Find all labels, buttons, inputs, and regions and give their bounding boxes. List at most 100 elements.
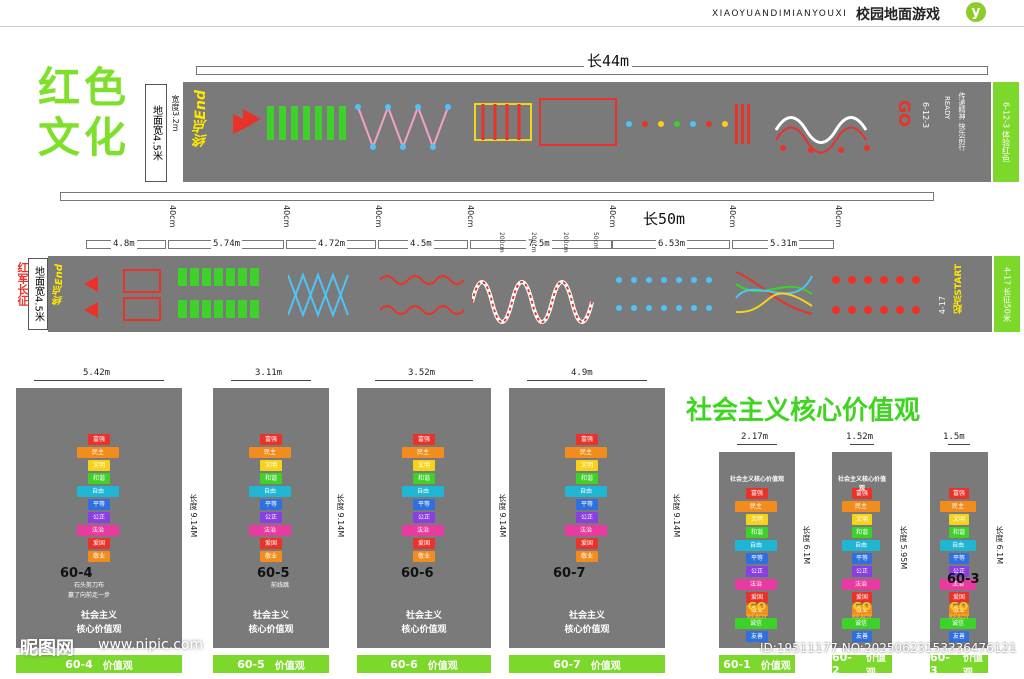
panel-bottom-line1: 社会主义 bbox=[80, 611, 117, 621]
panel-bottom-line2: 核心价值观 bbox=[248, 625, 294, 635]
section2-mini-dim: 200cm bbox=[498, 232, 505, 253]
panel-footer-code: 60-4 bbox=[65, 657, 93, 671]
section1-code-side: 6-12-3 bbox=[921, 102, 930, 129]
panel-ready-text: READY bbox=[851, 614, 873, 621]
section2-segment-dim: 4.72m bbox=[316, 239, 348, 249]
section1-start-flags bbox=[223, 104, 263, 148]
section2-cyan-dots bbox=[614, 268, 724, 326]
section2-segment-dim: 5.31m bbox=[768, 239, 800, 249]
value-cell: 法治 bbox=[77, 525, 119, 536]
value-cell: 敬业 bbox=[88, 551, 110, 562]
value-cell: 富强 bbox=[852, 488, 872, 499]
panel-width: 3.11m bbox=[255, 368, 283, 378]
panel-width: 3.52m bbox=[408, 368, 436, 378]
value-cell: 文明 bbox=[949, 514, 969, 525]
value-cell: 公正 bbox=[746, 566, 768, 577]
value-cell: 文明 bbox=[576, 460, 598, 471]
value-cell: 文明 bbox=[852, 514, 872, 525]
value-cell: 平等 bbox=[88, 499, 110, 510]
panel-code: 60-6 bbox=[401, 566, 434, 581]
panel-footer-text: 价值观 bbox=[427, 660, 458, 672]
section1-game-strip: 终点End GO 6-12-3 READY 传递精神 快乐前行 bbox=[183, 82, 991, 182]
section1-green-bars bbox=[265, 104, 355, 148]
value-cell: 富强 bbox=[576, 434, 598, 445]
value-cell: 敬业 bbox=[949, 605, 969, 616]
value-cell: 自由 bbox=[402, 486, 444, 497]
panel-footer-text: 价值观 bbox=[102, 660, 133, 672]
section1-heading-line1: 红色 bbox=[38, 63, 131, 112]
panel-length: 长度 9.14M bbox=[672, 494, 681, 538]
panel-width-line bbox=[375, 380, 473, 381]
value-cell: 爱国 bbox=[88, 538, 110, 549]
value-cell: 公正 bbox=[576, 512, 598, 523]
panel-footer-code: 60-1 bbox=[723, 657, 751, 671]
value-cell: 富强 bbox=[260, 434, 282, 445]
value-cell: 爱国 bbox=[949, 592, 969, 603]
value-cell: 诚信 bbox=[735, 618, 777, 629]
panel-footer: 60-6 价值观 bbox=[357, 655, 491, 673]
value-cell: 和谐 bbox=[949, 527, 969, 538]
panel-footer-text: 价值观 bbox=[865, 653, 886, 679]
panel-width-line bbox=[231, 380, 311, 381]
section2-segment-dim: 6.53m bbox=[656, 239, 688, 249]
panel-footer: 60-4 价值观 bbox=[16, 655, 182, 673]
value-cell: 友善 bbox=[852, 631, 872, 642]
panel-length: 长度 6.1M bbox=[995, 526, 1004, 565]
section1-dots bbox=[623, 114, 743, 138]
value-cell: 和谐 bbox=[852, 527, 872, 538]
value-cell: 平等 bbox=[949, 553, 969, 564]
panel-code: 60-5 bbox=[257, 566, 290, 581]
value-cell: 民主 bbox=[402, 447, 444, 458]
panel-width: 5.42m bbox=[83, 368, 111, 378]
panel-footer-text: 价值观 bbox=[760, 660, 791, 672]
value-cell: 和谐 bbox=[746, 527, 768, 538]
panel-width: 1.5m bbox=[943, 432, 965, 442]
panel-go-text: GO bbox=[747, 600, 767, 613]
value-cell: 敬业 bbox=[413, 551, 435, 562]
value-cell: 自由 bbox=[249, 486, 291, 497]
value-cell: 文明 bbox=[413, 460, 435, 471]
value-cell: 自由 bbox=[939, 540, 977, 551]
panel-width-line bbox=[527, 380, 647, 381]
value-cell: 和谐 bbox=[413, 473, 435, 484]
value-cell: 文明 bbox=[260, 460, 282, 471]
panel-caption: 赢了向前走一步 bbox=[68, 592, 111, 599]
panel-code: 60-4 bbox=[60, 566, 93, 581]
section2-tangled-lines bbox=[734, 264, 814, 328]
value-cell: 爱国 bbox=[576, 538, 598, 549]
section2-mini-dim: 200cm bbox=[530, 232, 537, 253]
value-cell: 富强 bbox=[88, 434, 110, 445]
panel-footer-text: 价值观 bbox=[962, 653, 983, 679]
value-cell: 自由 bbox=[77, 486, 119, 497]
panel-width-line bbox=[850, 444, 874, 445]
section2-triangles bbox=[84, 266, 164, 330]
value-cell: 民主 bbox=[842, 501, 880, 512]
panel-go-text: GO bbox=[949, 600, 969, 613]
panel-width-line bbox=[948, 444, 970, 445]
value-cell: 和谐 bbox=[576, 473, 598, 484]
value-cell: 法治 bbox=[402, 525, 444, 536]
section2-ground-width: 地面宽4.5米 bbox=[28, 258, 48, 330]
value-cell: 平等 bbox=[260, 499, 282, 510]
brand-logo: y bbox=[966, 2, 986, 22]
panel-footer: 60-3 价值观 bbox=[930, 651, 988, 679]
panel-footer-text: 价值观 bbox=[590, 660, 621, 672]
watermark-logo: 昵图网 bbox=[20, 638, 74, 659]
value-cell: 法治 bbox=[842, 579, 880, 590]
panel-footer-code: 60-3 bbox=[930, 651, 950, 677]
watermark-id: ID:19511177 NO:20250623153336476121 bbox=[760, 641, 1017, 655]
panel-code: 60-3 bbox=[947, 572, 980, 587]
panel-length: 长度 9.14M bbox=[336, 494, 345, 538]
panel-footer-code: 60-6 bbox=[390, 657, 418, 671]
panel-length: 长度 9.14M bbox=[498, 494, 507, 538]
section1-maze bbox=[771, 100, 881, 164]
panel-bottom-line2: 核心价值观 bbox=[401, 625, 447, 635]
value-cell: 法治 bbox=[565, 525, 607, 536]
section1-red-box bbox=[539, 98, 617, 146]
value-cell: 民主 bbox=[77, 447, 119, 458]
panel-width: 1.52m bbox=[846, 432, 874, 442]
panel-width-line bbox=[737, 444, 777, 445]
section2-side-label-text: 4-17 长征50米 bbox=[1002, 266, 1012, 322]
panel-top-title: 社会主义核心价值观 bbox=[837, 476, 886, 492]
panel-footer-code: 60-7 bbox=[553, 657, 581, 671]
